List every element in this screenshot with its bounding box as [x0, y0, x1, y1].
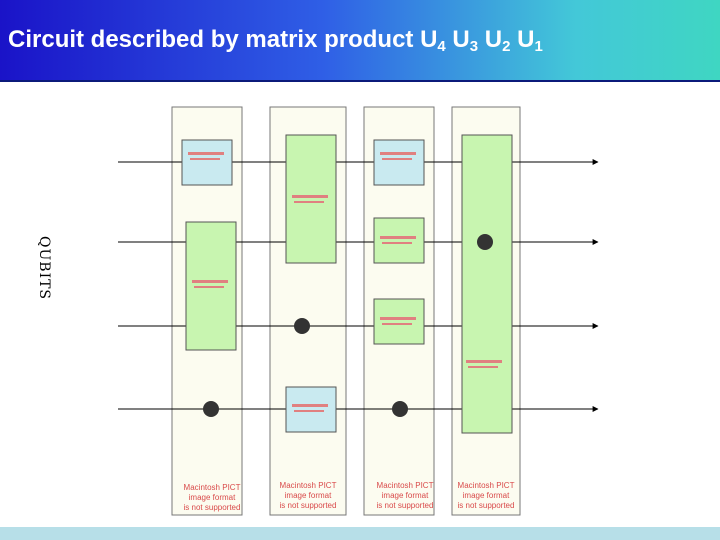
control-dot-u2-qubit3 [294, 318, 310, 334]
placeholder-marks [188, 152, 502, 412]
slide-title: Circuit described by matrix product U4 U… [8, 26, 543, 55]
bottom-bar [0, 527, 720, 540]
gate-u3-qubit2 [373, 217, 425, 264]
control-dot-u1-qubit4 [203, 401, 219, 417]
title-subscript-5: 2 [502, 38, 511, 55]
title-subscript-7: 1 [534, 38, 543, 55]
gate-u3-qubit3 [373, 298, 425, 345]
control-dot-u3-qubit4 [392, 401, 408, 417]
gate-u3-qubit1 [373, 139, 425, 186]
title-text-2: U [445, 26, 470, 53]
gate-u4-large [461, 134, 513, 434]
title-subscript-3: 3 [469, 38, 479, 55]
gate-u1-qubit1 [181, 139, 233, 186]
gate-u2-qubit4 [285, 386, 337, 433]
control-dot-u4-qubit2 [477, 234, 493, 250]
title-text-4: U [478, 26, 503, 53]
gate-u2-large [285, 134, 337, 264]
title-bar: Circuit described by matrix product U4 U… [0, 0, 720, 82]
title-text-0: Circuit described by matrix product U [8, 26, 438, 53]
title-subscript-1: 4 [437, 38, 446, 55]
title-text-6: U [510, 26, 535, 53]
